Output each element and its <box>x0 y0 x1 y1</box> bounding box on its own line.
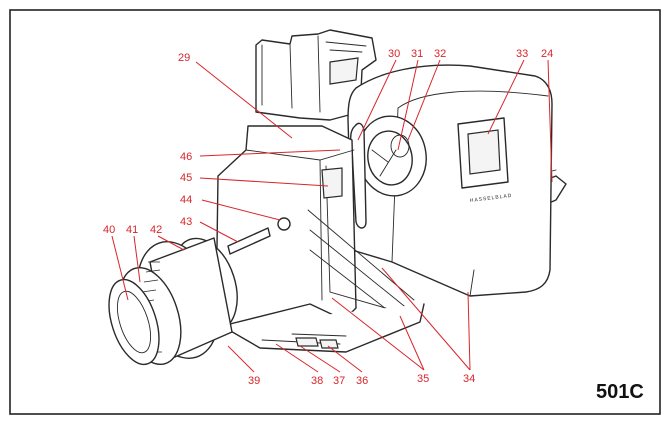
callout-38: 38 <box>311 375 323 387</box>
callout-32: 32 <box>434 48 446 60</box>
callout-45: 45 <box>180 172 192 184</box>
callout-30: 30 <box>388 48 400 60</box>
callout-36: 36 <box>356 375 368 387</box>
callout-42: 42 <box>150 224 162 236</box>
callout-35: 35 <box>417 373 429 385</box>
callout-39: 39 <box>248 375 260 387</box>
callout-34: 34 <box>463 373 475 385</box>
callout-33: 33 <box>516 48 528 60</box>
callout-29: 29 <box>178 52 190 64</box>
callout-labels: 29 30 31 32 33 24 46 45 44 43 40 41 42 3… <box>103 48 553 387</box>
brand-mark: HASSELBLAD <box>470 193 513 204</box>
callout-31: 31 <box>411 48 423 60</box>
callout-24: 24 <box>541 48 553 60</box>
lens <box>108 237 238 366</box>
leader-lines <box>111 59 553 373</box>
callout-40: 40 <box>103 224 115 236</box>
callout-37: 37 <box>333 375 345 387</box>
callout-44: 44 <box>180 194 192 206</box>
camera-illustration: HASSELBLAD <box>108 29 567 366</box>
camera-body <box>215 125 425 353</box>
model-label: 501C <box>596 381 644 403</box>
callout-41: 41 <box>126 224 138 236</box>
diagram-frame <box>9 9 661 415</box>
callout-46: 46 <box>180 151 192 163</box>
viewfinder-hood <box>255 29 377 121</box>
film-magazine: HASSELBLAD <box>347 64 553 297</box>
callout-43: 43 <box>180 216 192 228</box>
